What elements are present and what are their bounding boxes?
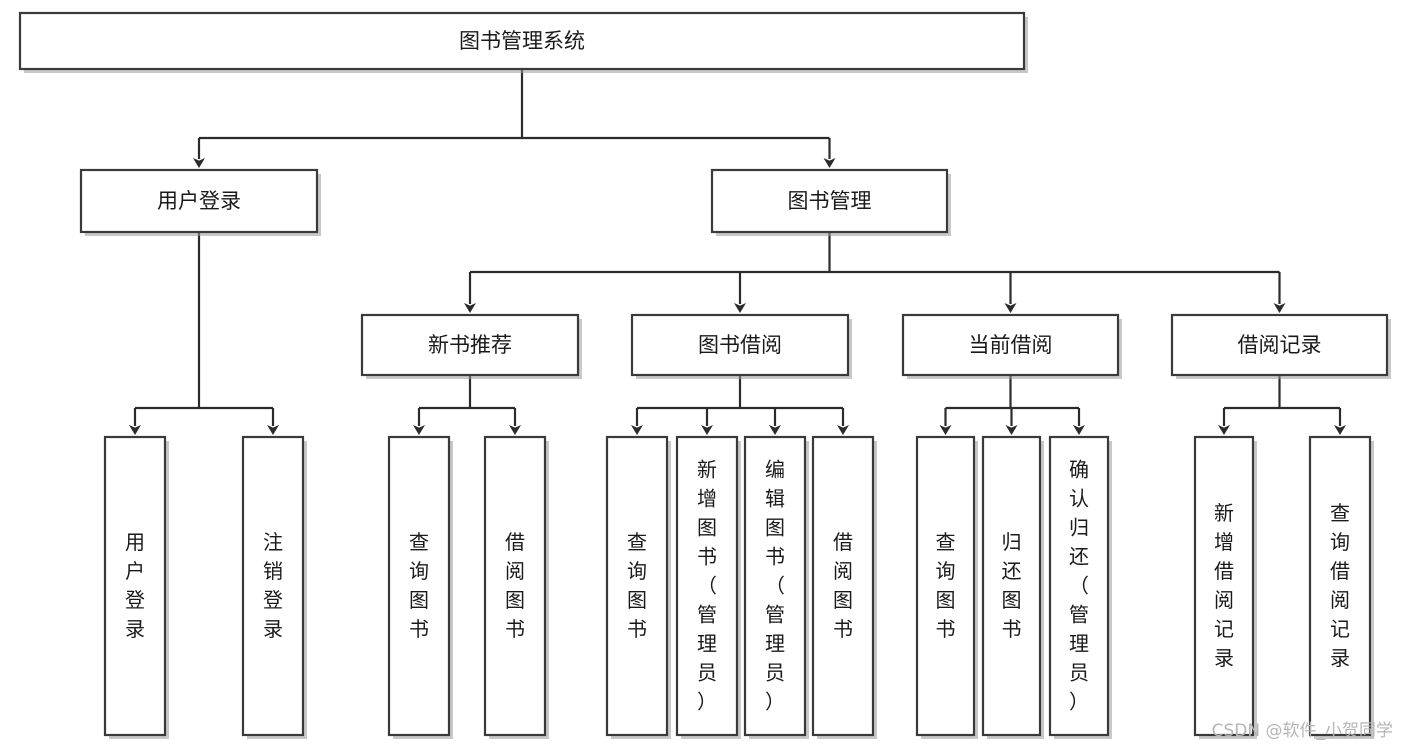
box-outline: [79, 168, 319, 234]
node-label: 借阅记录: [1238, 333, 1322, 357]
node-leaf-borrow-book-2[interactable]: 借阅图书: [811, 435, 877, 739]
node-label: 当前借阅: [969, 333, 1053, 357]
box-outline: [1170, 313, 1389, 377]
box-outline: [483, 435, 547, 737]
box-outline: [630, 313, 850, 377]
node-label: 查询图书: [409, 530, 429, 641]
connector-layer: [129, 69, 1346, 435]
node-leaf-query-book-2[interactable]: 查询图书: [605, 435, 671, 739]
node-book-management[interactable]: 图书管理: [710, 168, 951, 236]
box-outline: [605, 435, 669, 737]
node-label: 新增图书（管理员）: [697, 458, 717, 714]
node-root-system[interactable]: 图书管理系统: [18, 11, 1028, 73]
node-leaf-add-record[interactable]: 新增借阅记录: [1193, 435, 1257, 739]
watermark-text: CSDN @软件_小贺同学: [1211, 721, 1393, 741]
box-outline: [743, 435, 807, 737]
node-label: 借阅图书: [505, 530, 525, 641]
node-label: 查询借阅记录: [1330, 501, 1350, 670]
node-leaf-edit-book[interactable]: 编辑图书（管理员）: [743, 435, 809, 739]
box-outline: [1048, 435, 1110, 737]
node-leaf-user-login[interactable]: 用户登录: [103, 435, 169, 739]
node-label: 新增借阅记录: [1214, 501, 1234, 670]
box-outline: [675, 435, 739, 737]
node-label: 用户登录: [125, 530, 145, 641]
node-leaf-confirm-return[interactable]: 确认归还（管理员）: [1048, 435, 1112, 739]
box-outline: [18, 11, 1026, 71]
node-leaf-add-book[interactable]: 新增图书（管理员）: [675, 435, 741, 739]
node-label: 图书管理系统: [459, 29, 585, 53]
node-leaf-borrow-book-1[interactable]: 借阅图书: [483, 435, 549, 739]
node-leaf-return-book[interactable]: 归还图书: [981, 435, 1044, 739]
node-label: 归还图书: [1002, 530, 1022, 641]
node-label: 图书管理: [788, 189, 872, 213]
node-borrow-record[interactable]: 借阅记录: [1170, 313, 1391, 379]
node-label: 图书借阅: [698, 333, 782, 357]
box-outline: [981, 435, 1042, 737]
node-label: 查询图书: [627, 530, 647, 641]
box-outline: [241, 435, 305, 737]
node-label: 查询图书: [936, 530, 956, 641]
node-layer: 图书管理系统用户登录图书管理用户登录注销登录新书推荐查询图书借阅图书图书借阅查询…: [18, 11, 1391, 739]
box-outline: [1308, 435, 1372, 737]
node-leaf-logout[interactable]: 注销登录: [241, 435, 307, 739]
box-outline: [1193, 435, 1255, 737]
box-outline: [710, 168, 949, 234]
node-new-book-recommend[interactable]: 新书推荐: [360, 313, 582, 379]
node-label: 用户登录: [157, 189, 241, 213]
box-outline: [360, 313, 580, 377]
box-outline: [103, 435, 167, 737]
box-outline: [811, 435, 875, 737]
node-book-borrow[interactable]: 图书借阅: [630, 313, 852, 379]
node-label: 注销登录: [263, 530, 283, 641]
node-leaf-query-book-1[interactable]: 查询图书: [387, 435, 453, 739]
box-outline: [915, 435, 976, 737]
node-label: 确认归还（管理员）: [1069, 458, 1089, 714]
node-leaf-query-record[interactable]: 查询借阅记录: [1308, 435, 1374, 739]
node-label: 借阅图书: [833, 530, 853, 641]
node-current-borrow[interactable]: 当前借阅: [901, 313, 1122, 379]
box-outline: [387, 435, 451, 737]
node-leaf-query-book-3[interactable]: 查询图书: [915, 435, 978, 739]
node-label: 新书推荐: [428, 333, 512, 357]
node-label: 编辑图书（管理员）: [765, 458, 785, 714]
node-user-login[interactable]: 用户登录: [79, 168, 321, 236]
box-outline: [901, 313, 1120, 377]
